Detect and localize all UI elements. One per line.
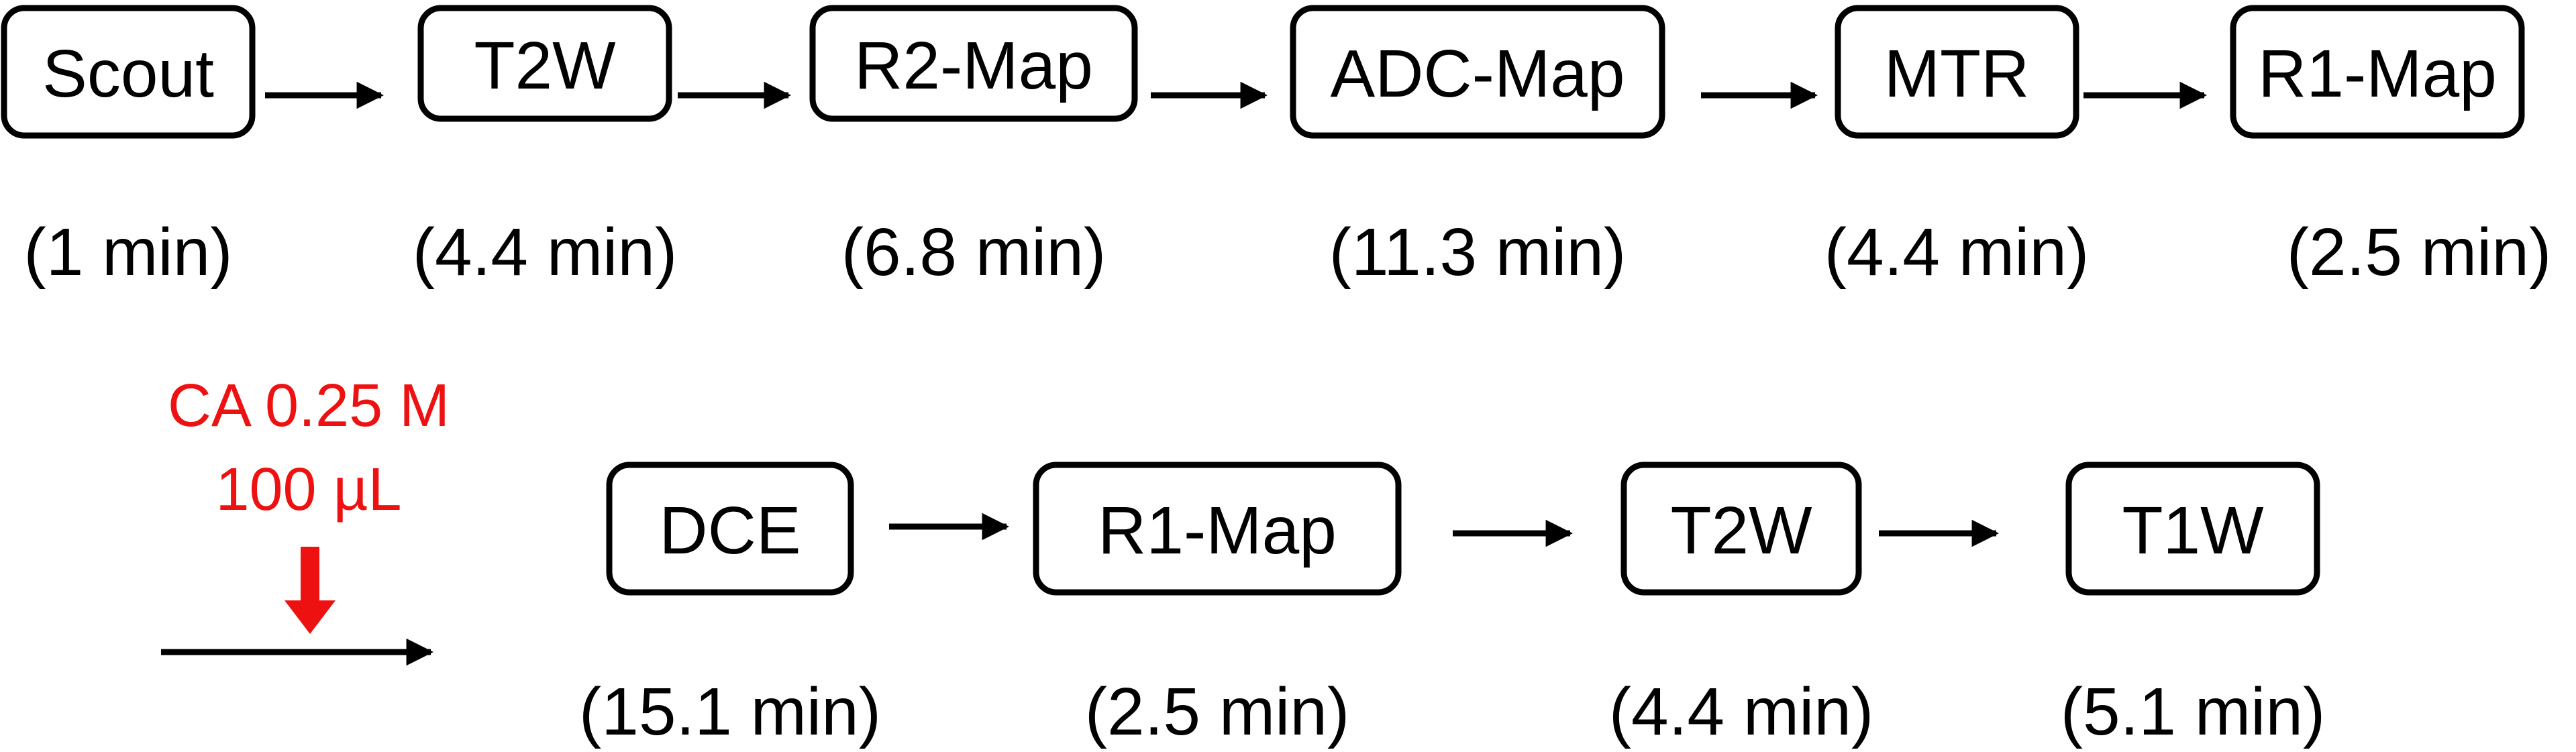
row1-step-adc-map: ADC-Map: [1290, 5, 1665, 139]
row2-step-dce: DCE: [606, 462, 854, 596]
duration-label: (15.1 min): [579, 674, 881, 749]
step-label: R2-Map: [854, 28, 1093, 103]
step-box: [2065, 462, 2320, 596]
step-label: MTR: [1884, 36, 2030, 111]
step-box: [809, 5, 1138, 122]
row1-step-t2w: T2W: [417, 5, 672, 122]
row1-step-scout: Scout: [1, 5, 256, 139]
row1-step-r2-map: R2-Map: [809, 5, 1138, 122]
duration-label: (11.3 min): [1329, 215, 1627, 290]
step-label: T2W: [1670, 493, 1812, 568]
step-box: [1290, 5, 1665, 139]
duration-label: (6.8 min): [841, 215, 1106, 290]
duration-label: (2.5 min): [2287, 215, 2552, 290]
step-label: ADC-Map: [1331, 36, 1625, 111]
step-box: [2230, 5, 2525, 139]
injection-agent-label: CA 0.25 M: [168, 372, 450, 439]
duration-label: (4.4 min): [1609, 674, 1874, 749]
step-label: T1W: [2122, 493, 2264, 568]
row1-step-mtr: MTR: [1835, 5, 2079, 139]
step-box: [1033, 462, 1402, 596]
duration-label: (2.5 min): [1085, 674, 1350, 749]
step-label: Scout: [42, 36, 214, 111]
injection-volume-label: 100 µL: [215, 456, 401, 523]
row1-step-r1-map: R1-Map: [2230, 5, 2525, 139]
duration-label: (4.4 min): [1824, 215, 2090, 290]
duration-label: (1 min): [23, 215, 232, 290]
step-box: [606, 462, 854, 596]
row2-step-t1w: T1W: [2065, 462, 2320, 596]
step-box: [1, 5, 256, 139]
contrast-agent-injection: CA 0.25 M 100 µL: [168, 372, 450, 634]
step-box: [417, 5, 672, 122]
duration-label: (4.4 min): [413, 215, 678, 290]
step-label: R1-Map: [1098, 493, 1337, 568]
step-label: T2W: [474, 28, 616, 103]
row2-step-r1-map: R1-Map: [1033, 462, 1402, 596]
step-box: [1835, 5, 2079, 139]
step-label: R1-Map: [2258, 36, 2497, 111]
step-box: [1620, 462, 1862, 596]
step-label: DCE: [659, 493, 801, 568]
duration-label: (5.1 min): [2061, 674, 2326, 749]
injection-arrow: [285, 547, 336, 634]
row2-step-t2w: T2W: [1620, 462, 1862, 596]
